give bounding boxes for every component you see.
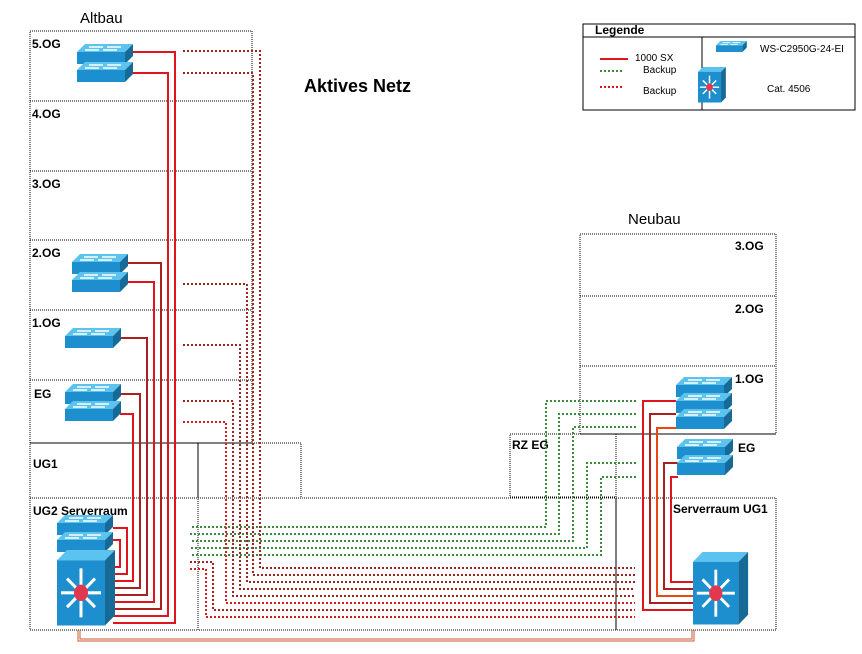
floor-label-ug1: UG1 (33, 457, 58, 471)
floor-label-3og: 3.OG (32, 177, 61, 191)
fiber-links-altbau (113, 51, 176, 624)
diagram-title: Aktives Netz (304, 76, 411, 96)
fiber-links-neubau (642, 400, 695, 611)
legend-device-ws-c2950: WS-C2950G-24-EI (760, 44, 844, 55)
core-switch-neubau[interactable] (691, 550, 750, 626)
legend-item-backup-red: Backup (643, 86, 677, 97)
altbau-label: Altbau (80, 10, 123, 27)
switch-eg-b[interactable] (64, 400, 122, 422)
legend-device-cat4506: Cat. 4506 (767, 84, 811, 95)
switch-icon (715, 40, 748, 53)
legend: Legende 1000 SX Backup Backup WS-C2950G-… (582, 23, 856, 111)
switch-2og-b[interactable] (71, 271, 129, 293)
switch-1og[interactable] (64, 327, 122, 349)
switch-ug2-b[interactable] (56, 531, 114, 553)
backup-red-links (183, 50, 635, 618)
floor-label-1og: 1.OG (32, 316, 61, 330)
legend-item-1000sx: 1000 SX (635, 53, 674, 64)
floor-label-eg: EG (34, 387, 51, 401)
neubau-building (509, 233, 777, 631)
switch-neubau-eg-b[interactable] (676, 454, 734, 476)
neubau-floor-label-eg: EG (738, 441, 755, 455)
switch-5og-b[interactable] (76, 61, 134, 83)
neubau-floor-label-3og: 3.OG (735, 239, 764, 253)
floor-label-2og: 2.OG (32, 246, 61, 260)
legend-title: Legende (595, 23, 645, 37)
core-interlink (77, 630, 695, 642)
rz-eg-label: RZ EG (512, 438, 549, 452)
core-switch-icon (697, 66, 727, 104)
switch-5og-a[interactable] (76, 43, 134, 65)
neubau-floor-label-2og: 2.OG (735, 302, 764, 316)
floor-label-ug2-serverraum: UG2 Serverraum (33, 504, 128, 518)
neubau-floor-label-serverraum-ug1: Serverraum UG1 (673, 502, 768, 516)
switch-2og-a[interactable] (71, 253, 129, 275)
floor-label-4og: 4.OG (32, 107, 61, 121)
core-switch-altbau[interactable] (55, 548, 117, 628)
floor-label-5og: 5.OG (32, 37, 61, 51)
neubau-floor-label-1og: 1.OG (735, 372, 764, 386)
switch-neubau-1og-c[interactable] (675, 408, 733, 430)
backup-green-links (190, 400, 636, 556)
legend-item-backup-green: Backup (643, 65, 677, 76)
neubau-label: Neubau (628, 211, 681, 228)
